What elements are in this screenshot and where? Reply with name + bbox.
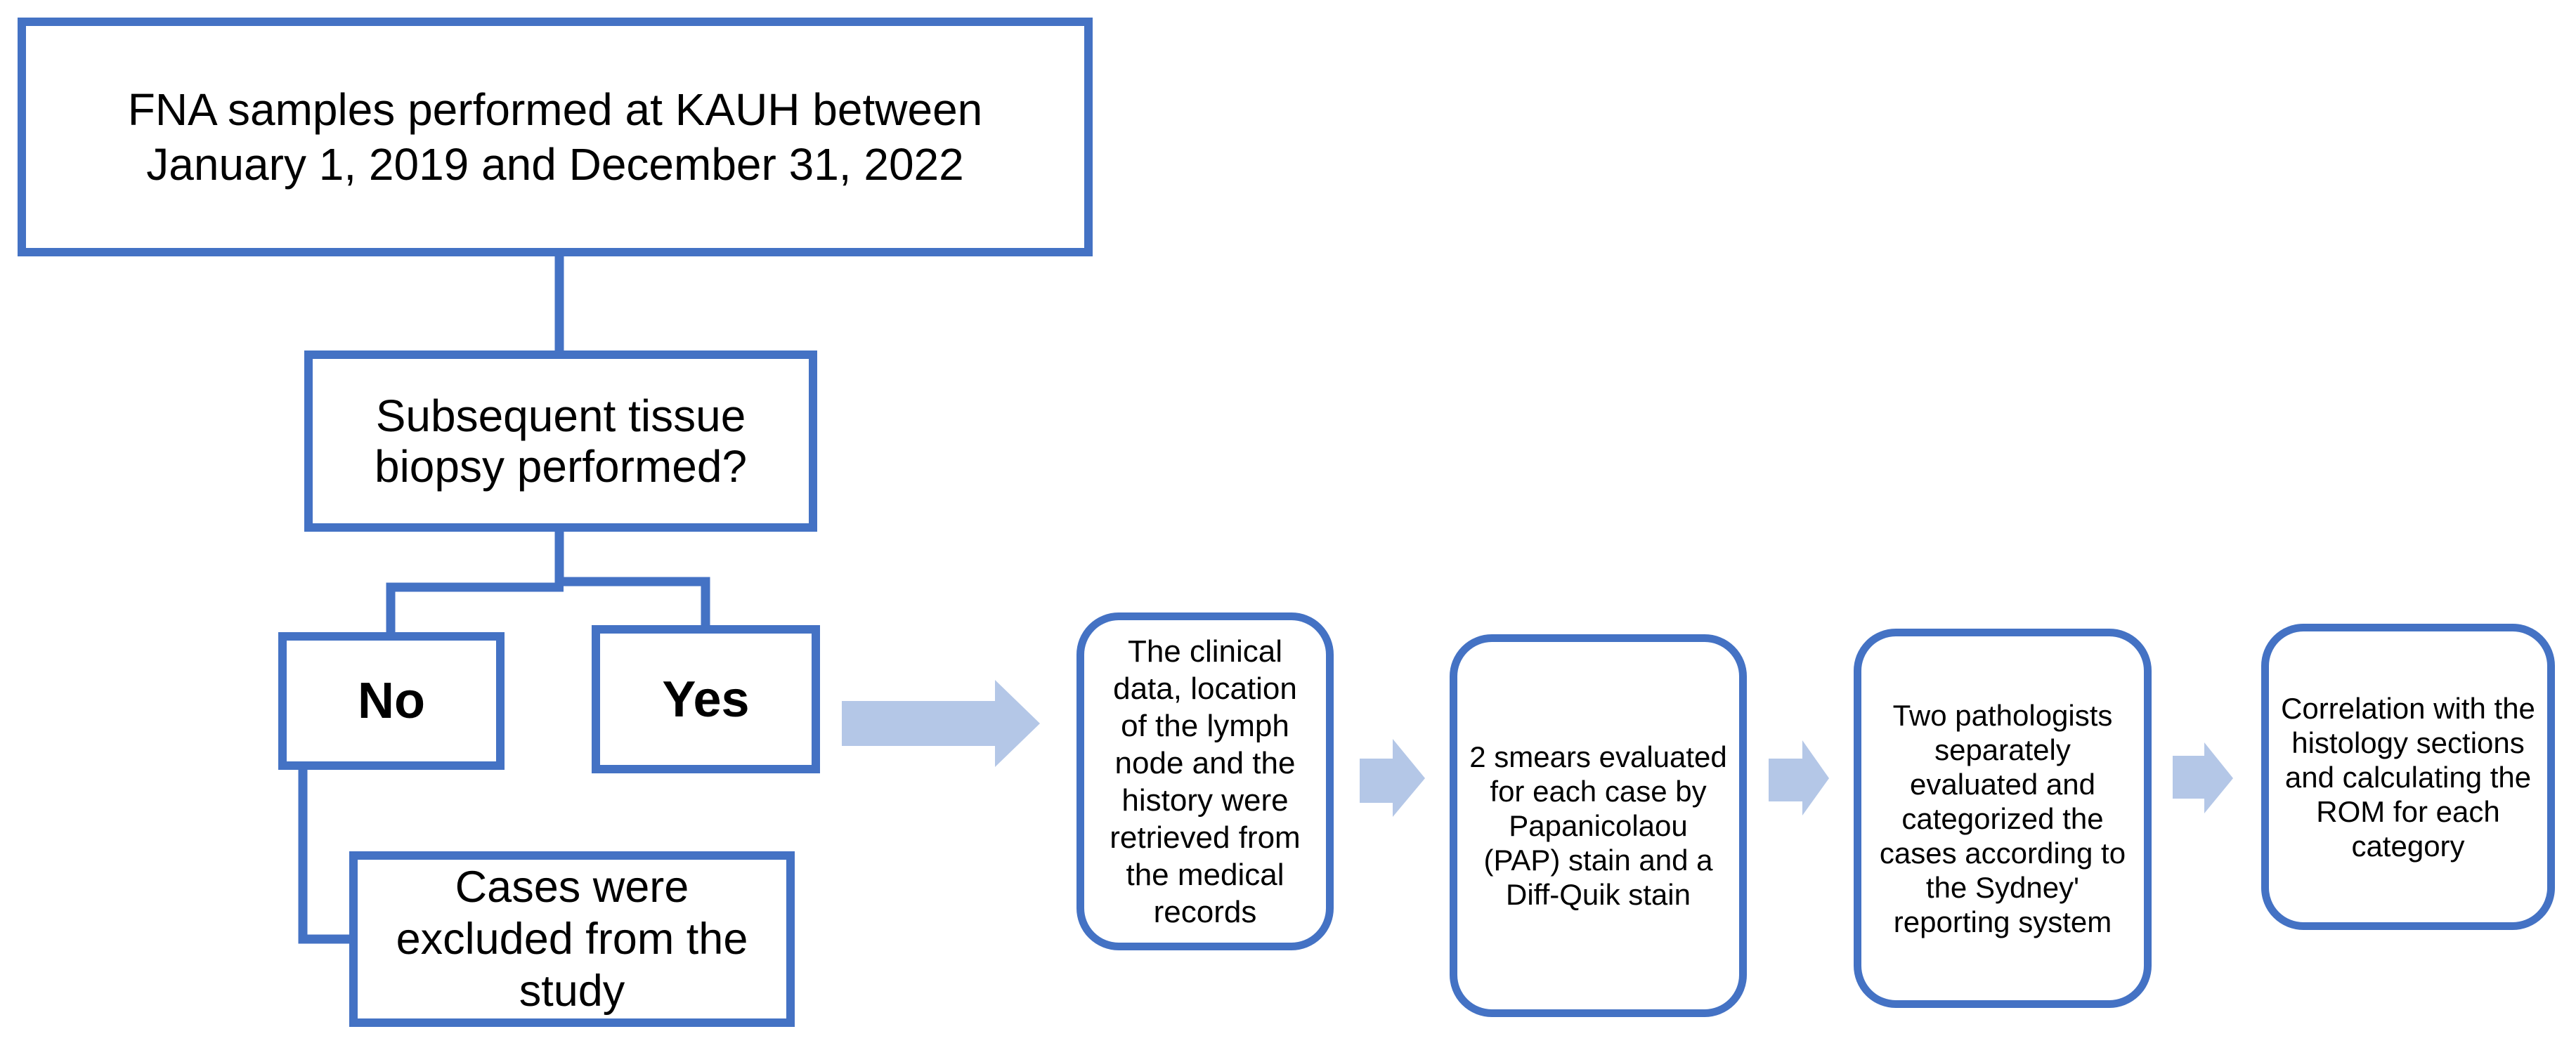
biopsy-decision-box: Subsequent tissue biopsy performed? — [304, 350, 817, 532]
process-step-pathologists-box: Two pathologists separately evaluated an… — [1854, 629, 2152, 1008]
cases-excluded-box: Cases were excluded from the study — [349, 851, 795, 1027]
fna-samples-box: FNA samples performed at KAUH between Ja… — [18, 18, 1093, 256]
big-flow-arrow-icon — [842, 680, 1040, 767]
connector-decision-to-no — [386, 582, 564, 634]
flow-arrow-step3-step4-icon — [2173, 742, 2233, 813]
flow-arrow-step2-step3-icon — [1769, 740, 1829, 815]
process-step-smears-box: 2 smears evaluated for each case by Papa… — [1450, 634, 1747, 1017]
connector-no-to-excluded — [298, 766, 351, 944]
process-step-clinical-data-box: The clinical data, location of the lymph… — [1076, 612, 1334, 950]
branch-yes-box: Yes — [592, 625, 820, 773]
process-step-correlation-box: Correlation with the histology sections … — [2261, 624, 2555, 930]
flow-arrow-step1-step2-icon — [1360, 739, 1425, 817]
branch-no-box: No — [278, 632, 505, 770]
connector-decision-to-yes — [554, 528, 710, 627]
